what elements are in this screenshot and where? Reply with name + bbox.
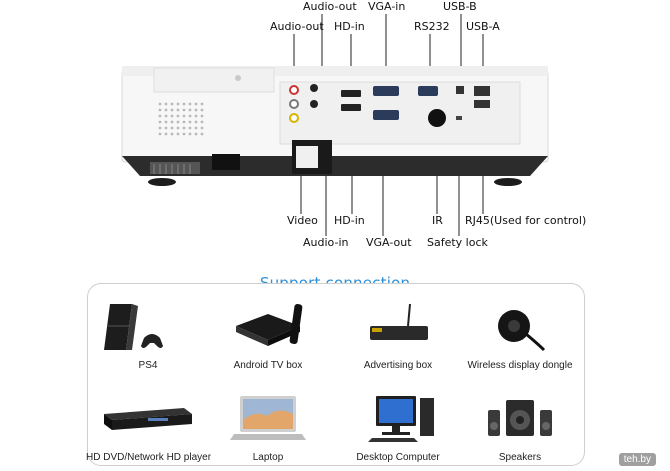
label-rs232: RS232 [414, 20, 450, 33]
device-label: Android TV box [233, 360, 303, 371]
label-vga-out: VGA-out [366, 236, 412, 249]
device-laptop: Laptop [206, 390, 330, 463]
device-ps4: PS4 [86, 298, 210, 371]
device-label: Laptop [252, 452, 284, 463]
projector-rear-panel [121, 66, 549, 186]
device-label: Speakers [498, 452, 542, 463]
desktop-computer-icon [336, 390, 460, 446]
label-video: Video [287, 214, 318, 227]
label-audio-out-top: Audio-out [303, 0, 357, 13]
watermark: teh.by [618, 453, 656, 466]
label-usb-a: USB-A [466, 20, 500, 33]
device-label: Advertising box [363, 360, 433, 371]
label-vga-in: VGA-in [368, 0, 406, 13]
device-hd-dvd-player: HD DVD/Network HD player [86, 390, 212, 463]
device-speakers: Speakers [458, 390, 582, 463]
device-label: Desktop Computer [356, 452, 440, 463]
dvd-player-icon [86, 390, 210, 446]
label-audio-in: Audio-in [303, 236, 349, 249]
device-label: Wireless display dongle [467, 360, 573, 371]
device-label: PS4 [138, 360, 158, 371]
game-console-icon [86, 298, 210, 354]
device-desktop-computer: Desktop Computer [336, 390, 460, 463]
label-audio-out-left: Audio-out [270, 20, 324, 33]
label-rj45: RJ45(Used for control) [465, 214, 587, 227]
speakers-icon [458, 390, 582, 446]
label-hd-in-top: HD-in [334, 20, 365, 33]
label-ir: IR [432, 214, 443, 227]
label-safety-lock: Safety lock [427, 236, 488, 249]
device-advertising-box: Advertising box [336, 298, 460, 371]
label-hd-in-bottom: HD-in [334, 214, 365, 227]
device-label: HD DVD/Network HD player [86, 452, 212, 463]
tv-box-icon [206, 298, 330, 354]
devices-panel: PS4 Android TV box Advertising box [86, 283, 585, 466]
device-wireless-dongle: Wireless display dongle [458, 298, 582, 371]
label-usb-b: USB-B [443, 0, 477, 13]
device-android-tv-box: Android TV box [206, 298, 330, 371]
laptop-icon [206, 390, 330, 446]
media-box-icon [336, 298, 460, 354]
dongle-icon [458, 298, 582, 354]
